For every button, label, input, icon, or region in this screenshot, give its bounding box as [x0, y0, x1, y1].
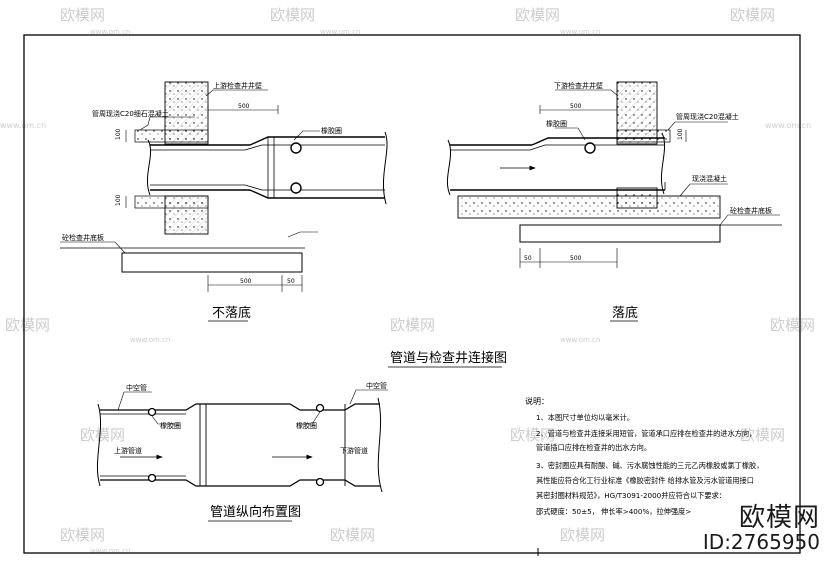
notes-line: 其性能应符合化工行业标准《橡胶密封件 给排水管及污水管道用接口: [536, 476, 754, 485]
plan-leaders: [117, 389, 388, 425]
watermark-brand: 欧模网: [510, 426, 555, 444]
plan-pipe-right-bottom: [344, 479, 380, 487]
watermark-brand: 欧模网: [270, 6, 315, 24]
watermark-row-1: 欧模网 欧模网 欧模网 欧模网 www.om.cn www.om.cn www.…: [60, 6, 775, 36]
main-title: 管道与检查井连接图: [390, 350, 507, 366]
left-concrete-label: 管周现浇C20细石混凝土: [92, 109, 169, 118]
left-base-label: 砼检查井底板: [62, 233, 104, 242]
notes-line: 3、密封圈应具有耐酸、碱、污水腐蚀性能的三元乙丙橡胶或氯丁橡胶，: [536, 461, 763, 470]
right-base-label: 砼检查井底板: [730, 206, 772, 215]
left-collar-top: [134, 129, 209, 143]
right-gasket-label: 橡胶圈: [546, 119, 567, 128]
watermark-badge-id: ID:2765950: [702, 530, 820, 555]
right-concrete-label: 管周现浇C20混凝土: [676, 112, 739, 121]
left-dim-bottom-2: 50: [287, 278, 295, 285]
watermark-layer: 欧模网 欧模网 欧模网 欧模网 www.om.cn www.om.cn www.…: [0, 6, 815, 555]
left-wall-label: 上游检查井井壁: [213, 81, 262, 90]
left-collar-bottom: [134, 195, 209, 209]
plan-pipe-right: [344, 403, 380, 411]
left-dim-v1: 100: [115, 128, 122, 140]
left-caption: 不落底: [212, 305, 251, 321]
right-caption: 落底: [612, 305, 638, 321]
notes: 说明： 1、本图尺寸单位均以毫米计。 2、管道与检查井连接采用短管，管道承口应排…: [525, 396, 763, 516]
watermark-domain: www.om.cn: [560, 336, 600, 344]
right-cast-label: 现浇混凝土: [692, 174, 727, 183]
watermark-brand: 欧模网: [80, 426, 125, 444]
notes-heading: 说明：: [525, 396, 549, 406]
watermark-domain: www.om.cn: [765, 121, 811, 130]
watermark-brand: 欧模网: [60, 6, 105, 24]
right-dimensions: [519, 105, 687, 268]
watermark-brand: 欧模网: [390, 316, 435, 334]
left-gasket-label: 橡胶圈: [321, 126, 342, 135]
plan-downstream: 下游管道: [340, 446, 368, 455]
watermark-brand: 欧模网: [5, 316, 50, 334]
watermark-domain: www.om.cn: [130, 336, 170, 344]
watermark-domain: www.om.cn: [320, 28, 360, 36]
watermark-brand: 欧模网: [515, 6, 560, 24]
notes-line: 邵式硬度：50±5， 伸长率>400%，拉伸强度>: [536, 507, 691, 516]
watermark-row-4: 欧模网 欧模网 欧模网: [80, 426, 785, 444]
left-base-slab: [121, 252, 303, 273]
plan-view: 中空管 橡胶圈 中空管 橡胶圈 上游管道 下游管道: [96, 381, 388, 493]
left-detail: 上游检查井井壁 管周现浇C20细石混凝土 橡胶圈 砼检查井底板 500 100 …: [60, 81, 388, 322]
watermark-brand: 欧模网: [560, 526, 605, 544]
plan-gasket-left: 橡胶圈: [160, 421, 181, 430]
notes-line: 其密封圈材料规范》，HG/T3091-2000并应符合以下要求：: [536, 491, 726, 500]
right-leaders: [555, 89, 780, 226]
watermark-domain: www.om.cn: [0, 121, 46, 130]
watermark-brand: 欧模网: [740, 426, 785, 444]
right-dim-top: 500: [570, 103, 582, 110]
plan-gasket-right-top: [315, 403, 325, 413]
left-dim-bottom-1: 500: [240, 278, 252, 285]
notes-line: 管道插口应排在检查井的出水方向。: [536, 443, 651, 452]
watermark-brand: 欧模网: [730, 6, 775, 24]
watermark-badge-brand: 欧模网: [738, 503, 820, 533]
plan-gasket-left-bottom: [147, 473, 157, 483]
plan-upstream: 上游管道: [114, 446, 142, 455]
right-cast-concrete: [457, 195, 721, 219]
notes-line: 1、本图尺寸单位均以毫米计。: [536, 413, 634, 422]
left-dimensions: [125, 105, 303, 292]
plan-gasket-left-top: [147, 407, 157, 417]
right-dim-v: 100: [677, 128, 684, 140]
watermark-domain: www.om.cn: [560, 28, 600, 36]
right-dim-bottom-2: 500: [570, 255, 582, 262]
right-gasket: [584, 142, 596, 154]
left-pipe: [146, 131, 388, 205]
sheet-frame: [23, 34, 801, 554]
watermark-domain: www.om.cn: [90, 28, 130, 36]
plan-gasket-right-bottom: [315, 477, 325, 487]
right-detail: 下游检查井井壁 管周现浇C20混凝土 橡胶圈 现浇混凝土 砼检查井底板 500 …: [446, 81, 782, 322]
watermark-domain: www.om.cn: [90, 547, 130, 555]
left-gasket-top: [290, 142, 302, 154]
watermark-brand: 欧模网: [330, 526, 375, 544]
plan-pipe-left: [100, 403, 345, 411]
watermark-badge: 欧模网 ID:2765950: [690, 503, 820, 555]
plan-gasket-right: 橡胶圈: [296, 421, 317, 430]
left-leaders: [60, 89, 320, 254]
watermark-brand: 欧模网: [770, 316, 815, 334]
watermark-row-2: www.om.cn www.om.cn: [0, 121, 811, 130]
right-pipe: [446, 132, 666, 196]
plan-hollow-left: 中空管: [126, 383, 147, 392]
right-collar-top: [616, 129, 671, 143]
left-dim-v2: 100: [115, 194, 122, 206]
watermark-row-3: 欧模网 欧模网 欧模网 www.om.cn www.om.cn: [5, 316, 815, 344]
left-gasket-bottom: [290, 182, 302, 194]
plan-hollow-right: 中空管: [366, 381, 387, 390]
right-dim-bottom-1: 50: [524, 255, 532, 262]
right-base-slab: [519, 224, 721, 243]
notes-line: 2、管道与检查井连接采用短管，管道承口应排在检查井的进水方向，: [536, 429, 756, 438]
sub-title: 管道纵向布置图: [210, 504, 301, 520]
right-wall-label: 下游检查井井壁: [554, 81, 603, 90]
watermark-brand: 欧模网: [60, 526, 105, 544]
watermark-row-5: 欧模网 欧模网 欧模网 www.om.cn: [60, 526, 605, 555]
plan-pipe-left-bottom: [100, 479, 345, 487]
left-dim-top: 500: [238, 103, 250, 110]
